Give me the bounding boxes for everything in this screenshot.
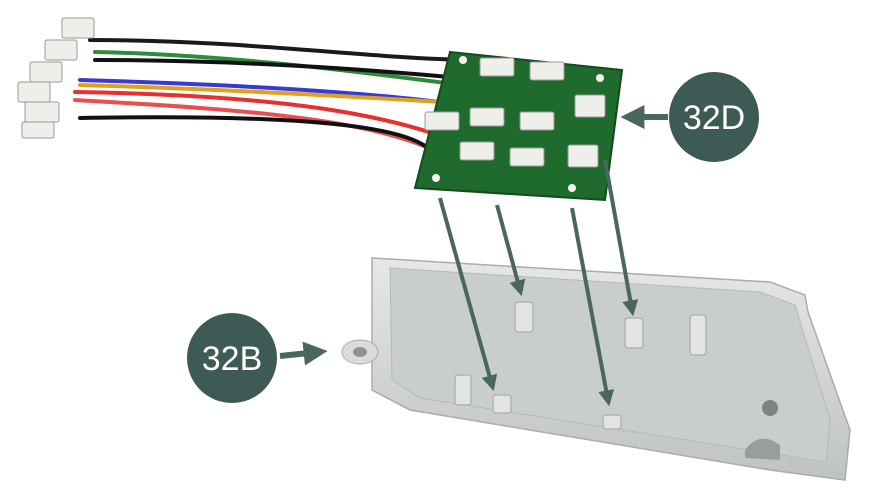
svg-text:32D: 32D <box>683 99 745 137</box>
assembly-arrows <box>438 159 639 407</box>
housing-32b <box>341 257 851 481</box>
callout-32b: 32B <box>187 313 328 403</box>
wire-connectors <box>17 17 95 139</box>
svg-text:32B: 32B <box>202 340 263 378</box>
mounting-posts <box>454 301 707 430</box>
circuit-board-32d <box>413 50 624 202</box>
callout-32d: 32D <box>620 72 759 162</box>
